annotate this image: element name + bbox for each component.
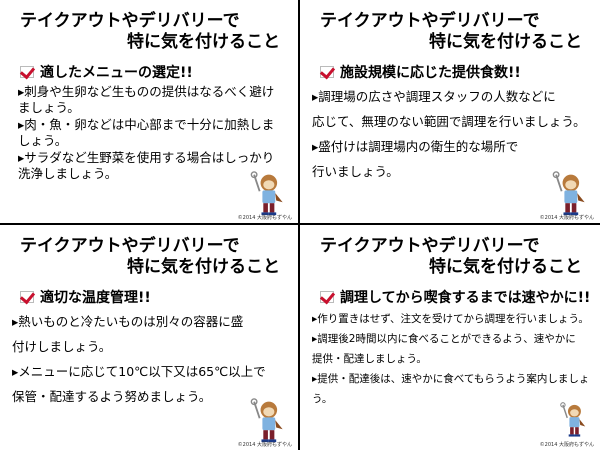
copyright-text: ©2014 大阪府もずやん — [539, 442, 594, 448]
checkmark-icon — [20, 291, 34, 303]
slide-serving-count: テイクアウトやデリバリーで 特に気を付けること 施設規模に応じた提供食数!! ▸… — [300, 0, 600, 225]
mascot-icon — [250, 171, 283, 216]
bullet-item: ▸刺身や生卵など生ものの提供はなるべく避けましょう。 — [18, 84, 275, 115]
mascot-icon — [560, 402, 586, 437]
bullet-list: ▸調理場の広さや調理スタッフの人数などに応じて、無理のない範囲で調理を行いましょ… — [312, 84, 596, 184]
copyright-text: ©2014 大阪府もずやん — [237, 442, 292, 448]
bullet-list: ▸刺身や生卵など生ものの提供はなるべく避けましょう。▸肉・魚・卵などは中心部まで… — [18, 84, 282, 183]
slide-title-line1: テイクアウトやデリバリーで — [320, 11, 540, 31]
slide-temperature: テイクアウトやデリバリーで 特に気を付けること 適切な温度管理!! ▸熱いものと… — [0, 225, 300, 450]
slide-title-line2: 特に気を付けること — [429, 32, 582, 52]
slide-heading: 調理してから喫食するまでは速やかに!! — [320, 287, 590, 307]
copyright-text: ©2014 大阪府もずやん — [539, 215, 594, 221]
bullet-item: ▸提供・配達後は、速やかに食べてもらうよう案内しましょ — [312, 373, 590, 385]
slide-title-line2: 特に気を付けること — [127, 257, 280, 277]
bullet-item: ▸作り置きはせず、注文を受けてから調理を行いましょう。 — [312, 313, 589, 325]
slide-title-line1: テイクアウトやデリバリーで — [320, 236, 540, 256]
slide-title-line2: 特に気を付けること — [127, 32, 280, 52]
slide-title-line1: テイクアウトやデリバリーで — [20, 236, 240, 256]
slide-heading: 施設規模に応じた提供食数!! — [320, 62, 521, 82]
mascot-icon — [552, 171, 585, 216]
bullet-item: ▸熱いものと冷たいものは別々の容器に盛 — [12, 314, 244, 329]
checkmark-icon — [320, 291, 334, 303]
copyright-text: ©2014 大阪府もずやん — [237, 215, 292, 221]
heading-text: 適切な温度管理!! — [40, 290, 151, 306]
slide-title-line2: 特に気を付けること — [429, 257, 582, 277]
bullet-list: ▸熱いものと冷たいものは別々の容器に盛付けしましょう。 ▸メニューに応じて10℃以… — [12, 309, 294, 409]
checkmark-icon — [20, 66, 34, 78]
slide-menu-selection: テイクアウトやデリバリーで 特に気を付けること 適したメニューの選定!! ▸刺身… — [0, 0, 300, 225]
bullet-item: ▸調理後2時間以内に食べることができるよう、速やかに — [312, 333, 576, 345]
bullet-item: 付けしましょう。 — [12, 339, 112, 354]
bullet-list: ▸作り置きはせず、注文を受けてから調理を行いましょう。 ▸調理後2時間以内に食べる… — [312, 309, 596, 409]
bullet-item: ▸調理場の広さや調理スタッフの人数などに — [312, 89, 556, 104]
bullet-item: 提供・配達しましょう。 — [312, 353, 427, 365]
heading-text: 適したメニューの選定!! — [40, 65, 193, 81]
bullet-item: ▸サラダなど生野菜を使用する場合はしっかり洗浄しましょう。 — [18, 150, 275, 181]
bullet-item: 行いましょう。 — [312, 164, 399, 179]
bullet-item: 応じて、無理のない範囲で調理を行いましょう。 — [312, 114, 586, 129]
bullet-item: ▸盛付けは調理場内の衛生的な場所で — [312, 139, 519, 154]
bullet-item: 保管・配達するよう努めましょう。 — [12, 389, 212, 404]
slide-speed: テイクアウトやデリバリーで 特に気を付けること 調理してから喫食するまでは速やか… — [300, 225, 600, 450]
bullet-item: ▸メニューに応じて10℃以下又は65℃以上で — [12, 364, 266, 379]
heading-text: 調理してから喫食するまでは速やかに!! — [340, 290, 591, 306]
slide-heading: 適したメニューの選定!! — [20, 62, 193, 82]
slide-title-line1: テイクアウトやデリバリーで — [20, 11, 240, 31]
checkmark-icon — [320, 66, 334, 78]
heading-text: 施設規模に応じた提供食数!! — [340, 65, 521, 81]
mascot-icon — [250, 398, 283, 443]
slide-heading: 適切な温度管理!! — [20, 287, 151, 307]
bullet-item: う。 — [312, 393, 333, 405]
bullet-item: ▸肉・魚・卵などは中心部まで十分に加熱しましょう。 — [18, 117, 275, 148]
